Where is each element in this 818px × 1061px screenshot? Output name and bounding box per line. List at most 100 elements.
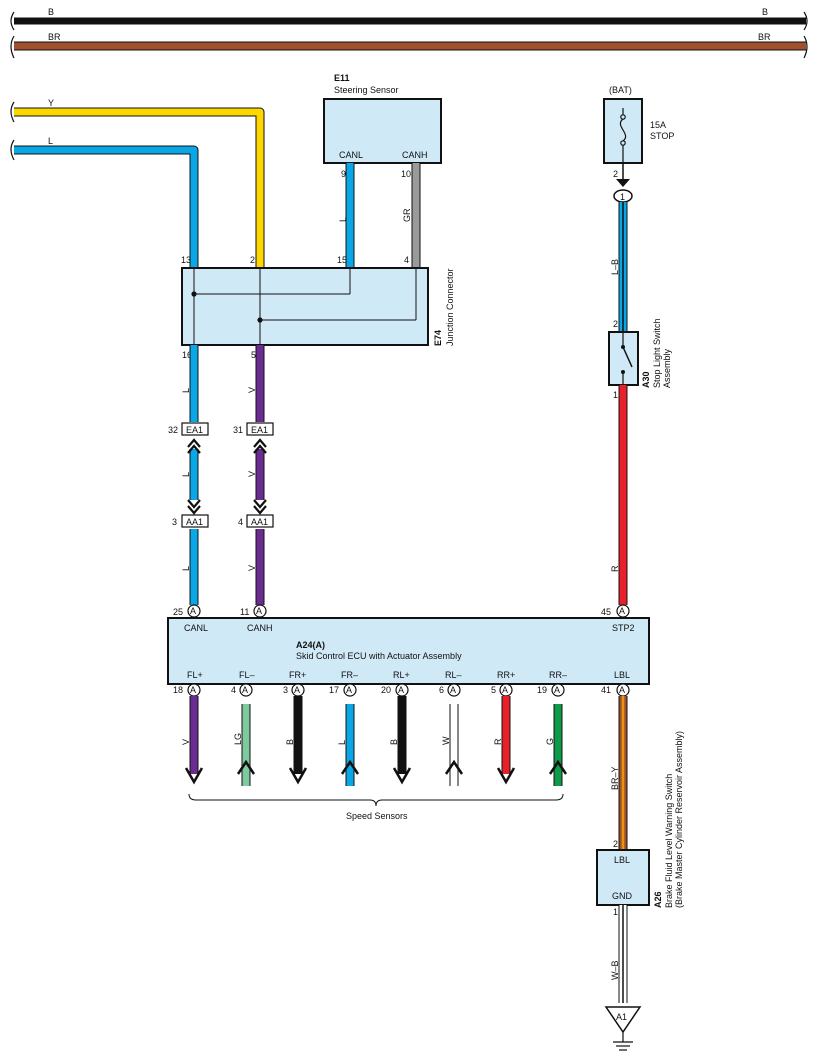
jc-pin-5: 5 (251, 350, 256, 360)
ecu-name: Skid Control ECU with Actuator Assembly (296, 651, 462, 661)
ecu-label-fl-minus: FL– (239, 670, 255, 680)
ecu-conn-a-25: A (190, 606, 196, 616)
aa1-pin-v: 4 (238, 517, 243, 527)
stop-switch-name: Stop Light Switch (652, 318, 662, 388)
ea1-pin-l: 32 (168, 425, 178, 435)
junction-connector-box (181, 267, 429, 346)
brake-switch-lbl: LBL (614, 855, 630, 865)
ecu-pin-17: 17 (329, 685, 339, 695)
steering-wire-canl-label: L (338, 217, 348, 222)
harness-v-label-2: V (247, 471, 257, 477)
aa1-box-v (246, 514, 274, 528)
ecu-canl-label: CANL (184, 623, 208, 633)
jc-pin-16: 16 (182, 350, 192, 360)
bus-br-label-left: BR (48, 32, 61, 42)
ecu-conn-a-18: A (190, 685, 196, 695)
ecu-stp2-label: STP2 (612, 623, 635, 633)
ecu-conn-a-45: A (619, 606, 625, 616)
stop-switch-code: A30 (641, 371, 651, 388)
ecu-label-rl-minus: RL– (445, 670, 462, 680)
brake-fluid-switch: 2 LBL GND 1 A26 Brake Fluid Level Warnin… (596, 731, 684, 917)
jc-pin-2: 2 (250, 255, 255, 265)
jc-pin-4: 4 (404, 255, 409, 265)
ea1-label-v: EA1 (251, 425, 268, 435)
speed-sensor-wires: V LG B L B W R G (181, 696, 568, 786)
ecu-conn-a-6: A (450, 685, 456, 695)
ecu-label-rl-plus: RL+ (393, 670, 410, 680)
harness-l-label-1: L (181, 388, 191, 393)
ecu-canh-label: CANH (247, 623, 273, 633)
bus-b-label-right: B (762, 7, 768, 17)
wire-lb: L–B (610, 202, 628, 332)
brake-switch-sub: (Brake Master Cylinder Reservoir Assembl… (674, 731, 684, 908)
harness-l: L L L (181, 345, 199, 605)
harness-v-label-1: V (247, 387, 257, 393)
jc-pin-15: 15 (337, 255, 347, 265)
ecu-pin-5: 5 (491, 685, 496, 695)
jc-name: Junction Connector (445, 268, 455, 346)
ecu-label-fl-plus: FL+ (187, 670, 203, 680)
wire-fl-plus-label: V (181, 739, 191, 745)
ecu-box (167, 617, 650, 685)
steering-pin-canl: 9 (341, 169, 346, 179)
ecu-label-rr-minus: RR– (549, 670, 567, 680)
steering-canh-label: CANH (402, 150, 428, 160)
ecu-conn-a-19: A (554, 685, 560, 695)
bus-b: B B (10, 7, 808, 31)
wire-bry-label: BR–Y (610, 766, 620, 790)
ea1-box-l (181, 422, 209, 436)
ecu-pin-11: 11 (240, 607, 249, 617)
ea1-box-v (246, 422, 274, 436)
ecu-bottom-pins: 18 A 4 A 3 A 17 A 20 A 6 A 5 A 19 A 41 A (173, 683, 630, 697)
wire-bry: BR–Y (610, 696, 628, 850)
ground-triangle (604, 1006, 642, 1034)
connector-aa1: AA1 AA1 3 4 (172, 499, 274, 528)
bus-br: BR BR (10, 32, 808, 59)
ecu-conn-a-4: A (242, 685, 248, 695)
stop-switch-pin-out: 1 (613, 390, 618, 400)
ecu-conn-a-11: A (256, 606, 262, 616)
wire-rl-minus-label: W (441, 736, 451, 745)
fuse-source: (BAT) (609, 85, 632, 95)
ecu-pin-4: 4 (231, 685, 236, 695)
harness-l-label-2: L (181, 472, 191, 477)
wire-rl-plus-label: B (389, 739, 399, 745)
input-l-label: L (48, 136, 53, 146)
fuse-junction-label: 1 (620, 192, 625, 202)
wire-wb-label: W–B (610, 960, 620, 980)
ecu-conn-a-41: A (619, 685, 625, 695)
wire-lb-label: L–B (610, 259, 620, 275)
steering-sensor-box (323, 98, 442, 164)
wire-rr-plus-label: R (493, 738, 503, 745)
ecu-conn-a-17: A (346, 685, 352, 695)
brake-switch-pin-bottom: 1 (613, 907, 618, 917)
ecu-label-lbl: LBL (614, 670, 630, 680)
wire-l-input (14, 146, 198, 268)
stop-light-switch: 2 1 A30 Stop Light Switch Assembly (608, 318, 672, 400)
ecu-code: A24(A) (296, 640, 325, 650)
steering-pin-canh: 10 (401, 169, 411, 179)
aa1-label-l: AA1 (186, 517, 203, 527)
aa1-box-l (181, 514, 209, 528)
wire-fl-minus-label: LG (233, 733, 243, 745)
brake-switch-name: Brake Fluid Level Warning Switch (664, 774, 674, 908)
ecu-pin-25: 25 (173, 607, 183, 617)
ground-a1: A1 (604, 1006, 642, 1051)
ground-label: A1 (616, 1012, 627, 1022)
wire-wb: W–B (610, 905, 628, 1003)
brake-switch-code: A26 (653, 891, 663, 908)
jc-code: E74 (433, 330, 443, 346)
brake-switch-pin-top: 2 (613, 839, 618, 849)
input-l: L (10, 136, 199, 268)
jc-pin-13: 13 (181, 255, 191, 265)
aa1-pin-l: 3 (172, 517, 177, 527)
wire-r-label: R (610, 565, 620, 572)
wire-fr-plus-label: B (285, 739, 295, 745)
ecu-pin-41: 41 (601, 685, 611, 695)
brake-switch-box (596, 849, 650, 906)
ecu-pin-3: 3 (283, 685, 288, 695)
brake-switch-gnd: GND (612, 891, 633, 901)
wire-fr-minus-label: L (337, 740, 347, 745)
ecu-pin-45: 45 (601, 607, 611, 617)
